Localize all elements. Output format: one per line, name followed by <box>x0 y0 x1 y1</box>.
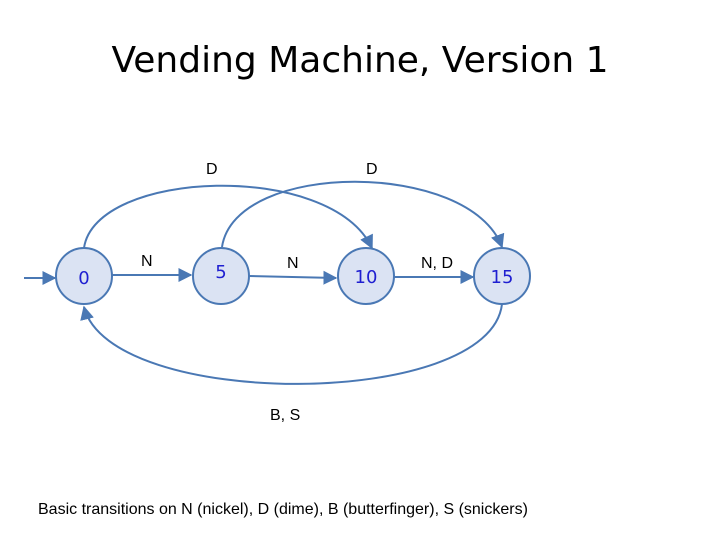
caption: Basic transitions on N (nickel), D (dime… <box>38 501 528 518</box>
label-edge-10-to-15: N, D <box>421 255 453 272</box>
state-node-0: 0 <box>55 247 113 305</box>
state-label-0: 0 <box>78 268 89 289</box>
state-node-15: 15 <box>473 247 531 305</box>
state-label-5: 5 <box>215 262 226 283</box>
edge-5-to-15 <box>221 180 505 249</box>
state-node-10: 10 <box>337 247 395 305</box>
label-edge-0-to-10: D <box>206 161 218 178</box>
label-edge-5-to-10: N <box>287 255 299 272</box>
edge-5-to-10 <box>248 270 338 285</box>
state-label-10: 10 <box>355 267 378 288</box>
state-label-15: 15 <box>491 267 514 288</box>
label-edge-5-to-15: D <box>366 161 378 178</box>
edge-15-to-0 <box>80 303 503 385</box>
state-node-5: 5 <box>192 247 250 305</box>
label-edge-0-to-5: N <box>141 253 153 270</box>
slide-title: Vending Machine, Version 1 <box>111 40 609 81</box>
label-edge-15-to-0: B, S <box>270 407 300 424</box>
edge-0-to-10 <box>83 184 373 250</box>
